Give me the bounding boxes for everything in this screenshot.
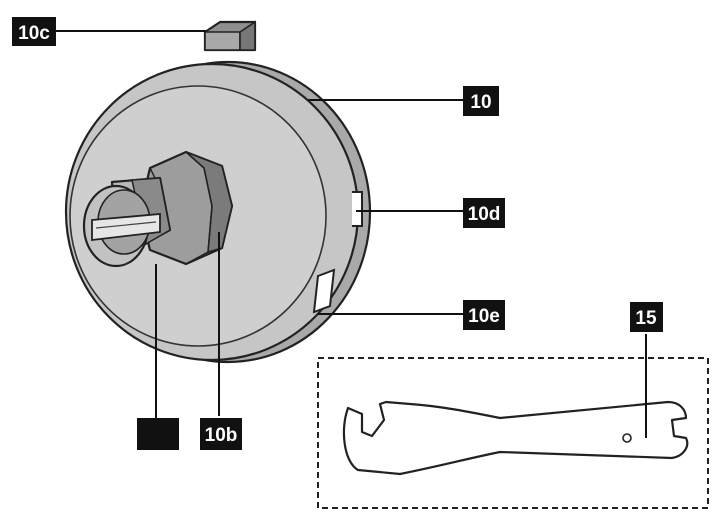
callout-10b-text: 10b: [205, 425, 238, 446]
callout-10c-text: 10c: [18, 23, 50, 44]
callout-10b: 10b: [200, 418, 242, 450]
callout-10-text: 10: [470, 92, 491, 113]
callout-10d: 10d: [463, 198, 505, 228]
callout-10: 10: [463, 86, 499, 116]
wrench-drawing: [317, 357, 709, 509]
callout-10c: 10c: [12, 17, 56, 46]
callout-10e-text: 10e: [468, 306, 500, 327]
callout-10e: 10e: [463, 300, 505, 330]
shaft-nut-drawing: [82, 150, 234, 268]
callout-10d-text: 10d: [468, 204, 501, 225]
callout-15-text: 15: [635, 308, 657, 329]
callout-15: 15: [630, 302, 663, 332]
callout-blank: [137, 418, 179, 450]
